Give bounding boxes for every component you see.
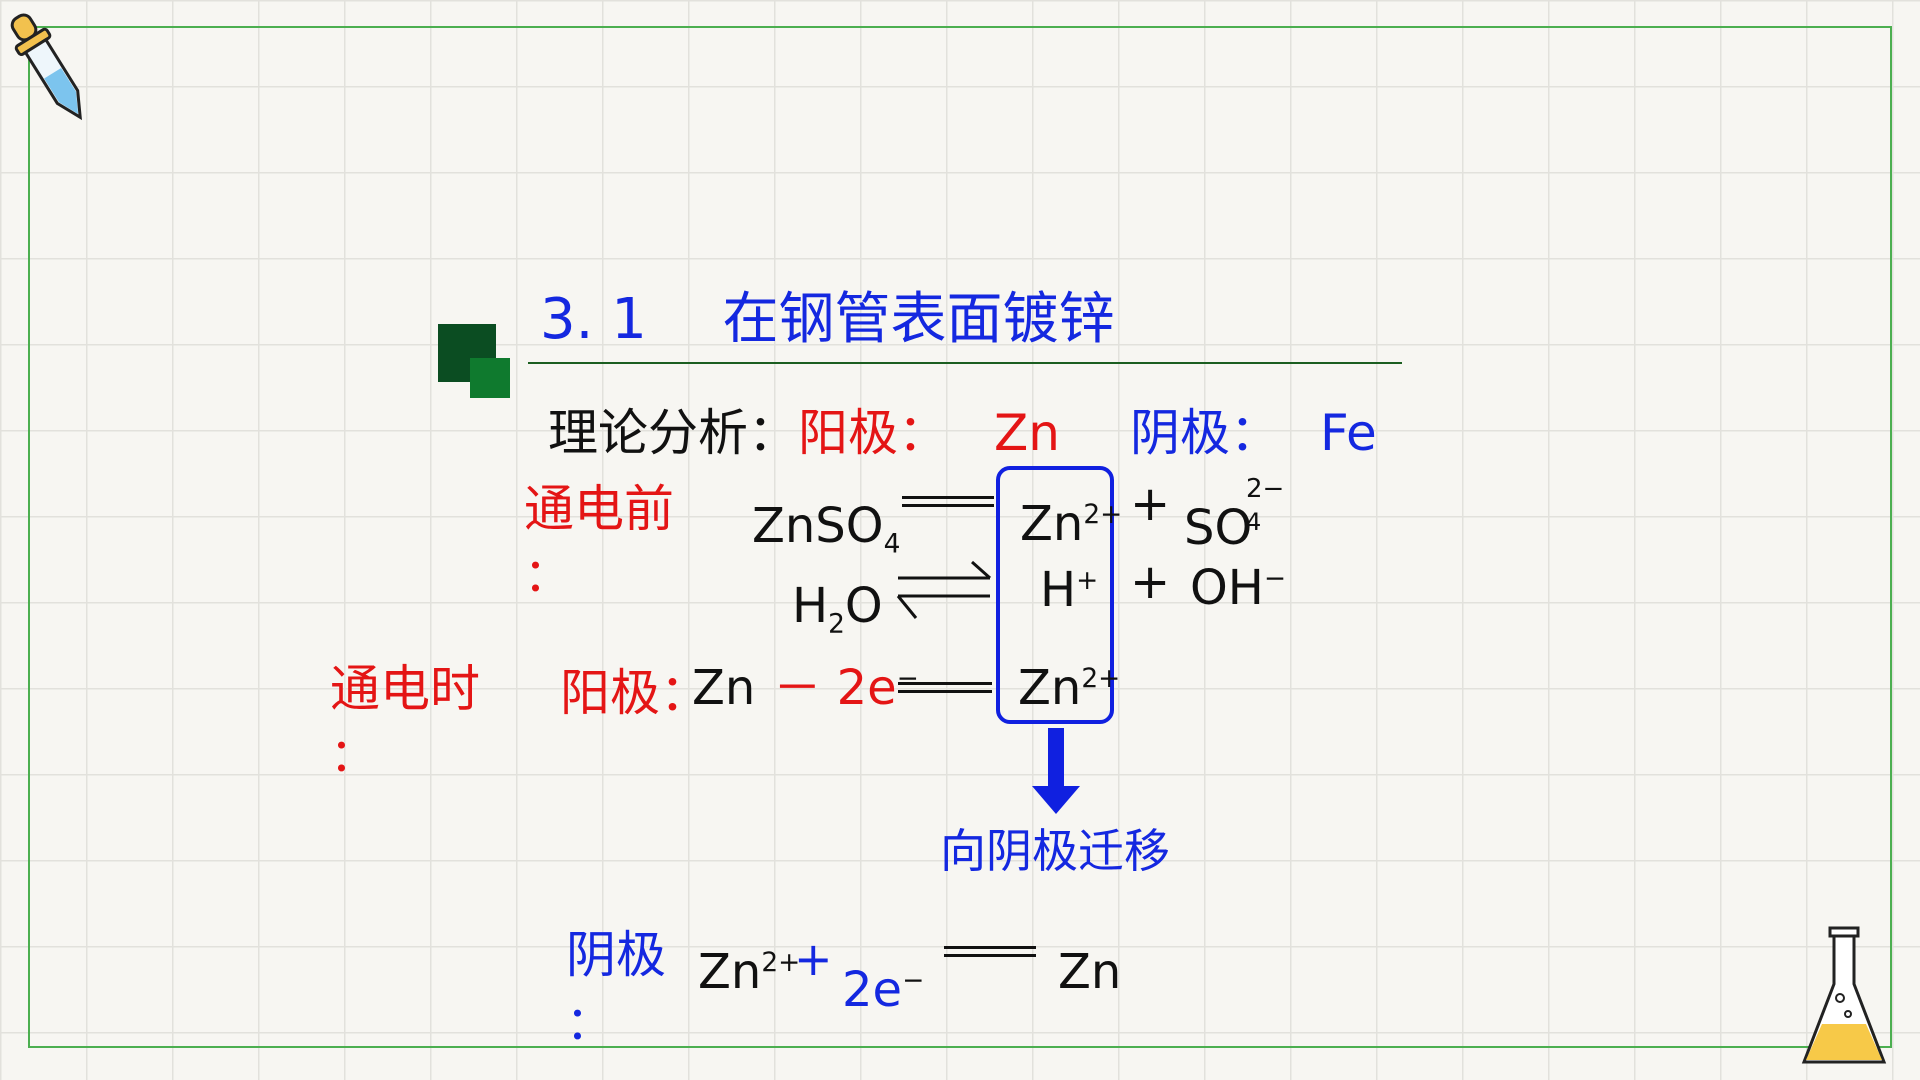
znso4-main: ZnSO (752, 498, 884, 554)
title-underline (528, 362, 1402, 364)
zinc-ion-box (996, 466, 1114, 724)
before-label: 通电前 (524, 480, 674, 538)
cathode-electrons: 2e− (842, 966, 924, 1014)
h2o-o: O (844, 578, 883, 634)
cathode-zn-charge: 2+ (761, 947, 801, 978)
plus-1: + (1130, 476, 1171, 532)
reversible-arrow-icon (896, 560, 991, 619)
cathode-value: Fe (1319, 404, 1377, 462)
section-title-text: 在钢管表面镀锌 (722, 287, 1115, 352)
cathode-label-bottom: 阴极 (566, 926, 666, 984)
during-label: 通电时 (330, 660, 480, 718)
section-title: 3. 1 在钢管表面镀锌 (540, 292, 1114, 348)
anode-electrons: － 2e (773, 660, 897, 716)
cathode-label: 阴极： (1129, 404, 1280, 462)
h-ion-charge: + (1076, 565, 1099, 596)
analysis-label: 理论分析： (548, 404, 798, 462)
so4-sub: 4 (1246, 508, 1262, 536)
slide-frame (28, 26, 1892, 1048)
zn-ion-symbol: Zn (1020, 496, 1084, 552)
zn-ion-charge: 2+ (1083, 499, 1123, 530)
so4-charge: 2− (1246, 474, 1285, 504)
oh-symbol: OH (1190, 560, 1264, 616)
zn-ion: Zn2+ (1020, 500, 1122, 548)
cathode-electrons-text: 2e (842, 962, 903, 1018)
migration-label: 向阴极迁移 (940, 824, 1170, 878)
equals-sign-cathode (944, 946, 1036, 957)
h-ion: H+ (1040, 566, 1098, 614)
anode-product-charge: 2+ (1081, 663, 1121, 694)
during-anode-label: 阳极： (560, 664, 710, 722)
oh-ion: OH− (1190, 564, 1286, 612)
cathode-zn-symbol: Zn (698, 944, 762, 1000)
section-number: 3. 1 (540, 287, 647, 352)
during-colon: ： (330, 728, 376, 782)
anode-product: Zn2+ (1018, 664, 1120, 712)
oh-charge: − (1263, 563, 1286, 594)
so4-main: SO (1184, 500, 1253, 556)
anode-reaction: Zn－ 2e− (692, 664, 919, 712)
cathode-electron-charge: − (902, 965, 925, 996)
before-colon: ： (524, 548, 570, 602)
cathode-product: Zn (1058, 944, 1122, 1000)
h-ion-symbol: H (1040, 562, 1077, 618)
h2o-sub: 2 (828, 608, 845, 640)
anode-zn: Zn (692, 660, 756, 716)
flask-icon (1801, 926, 1887, 1064)
cathode-colon: ： (566, 996, 612, 1050)
anode-electron-charge: − (896, 663, 919, 694)
anode-label: 阳极： (798, 404, 948, 462)
anode-value: Zn (994, 404, 1060, 462)
h2o-formula: H2O (792, 582, 883, 637)
dropper-icon (10, 13, 82, 121)
h2o-h: H (792, 578, 829, 634)
equals-sign-anode (898, 682, 992, 693)
znso4-sub: 4 (883, 528, 901, 560)
cathode-plus: + (794, 932, 833, 986)
plus-2: + (1130, 554, 1171, 610)
anode-product-symbol: Zn (1018, 660, 1082, 716)
title-square-light (470, 358, 510, 398)
equals-sign-znso4 (902, 496, 994, 507)
down-arrow-icon (1032, 728, 1080, 814)
znso4-formula: ZnSO4 (752, 502, 900, 557)
cathode-zn-ion: Zn2+ (698, 948, 800, 996)
so4-ion: SO (1184, 504, 1252, 552)
